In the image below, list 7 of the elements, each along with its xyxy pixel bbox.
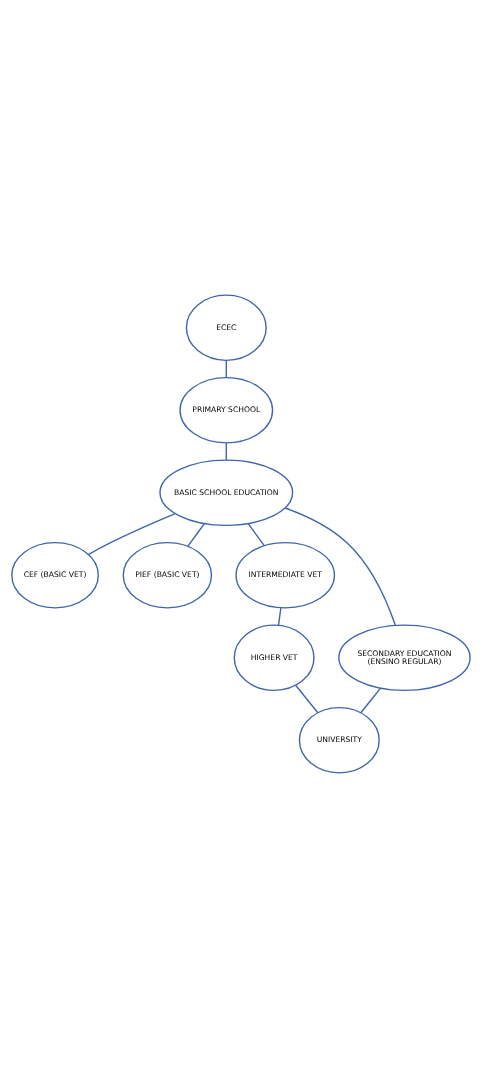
connector [247,522,265,546]
connector [87,512,176,555]
connector [283,506,396,626]
connector [277,606,282,626]
connector [186,522,205,547]
connector [359,687,381,713]
connector [294,684,318,713]
